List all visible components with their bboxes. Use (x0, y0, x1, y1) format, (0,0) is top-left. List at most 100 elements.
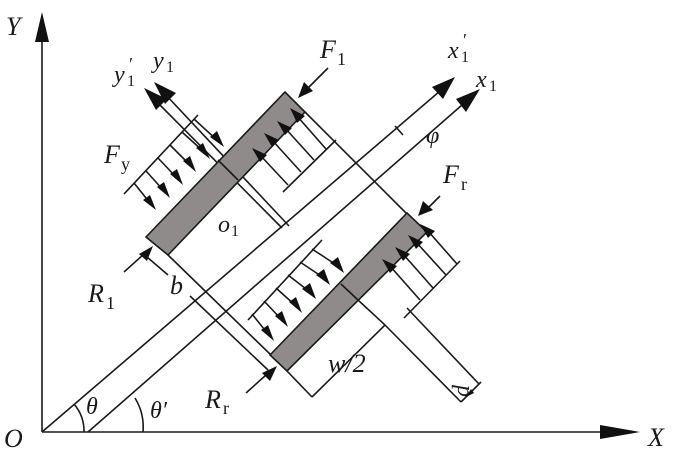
y1-prime-subscript: 1 (127, 73, 135, 90)
upper-right-arrow-shaft (259, 154, 289, 186)
w-half-dimension-line (311, 324, 386, 398)
r1-subscript: 1 (106, 293, 115, 313)
y-axis-arrowhead (35, 12, 49, 42)
x1-prime-mark: ′ (463, 30, 467, 50)
lower-left-arrowhead (275, 311, 288, 327)
rr-arrowhead (262, 366, 277, 381)
lower-left-baseline (247, 239, 323, 321)
fy-label: F (103, 140, 121, 169)
x1-prime-arrowhead (432, 77, 455, 99)
y1-subscript: 1 (166, 59, 174, 76)
x1-subscript: 1 (489, 78, 497, 95)
lower-right-arrowhead (382, 259, 397, 273)
fr-label: F (442, 160, 460, 189)
y1-prime-arrowhead (144, 88, 167, 110)
dimension-b-line (146, 256, 169, 276)
w-half-label: w/2 (328, 349, 366, 378)
upper-right-arrowhead (264, 133, 279, 147)
lower-track-divider (340, 283, 359, 301)
x1-axis (87, 97, 471, 433)
fy-arrowhead (196, 143, 210, 159)
x-axis-arrowhead (600, 425, 640, 439)
f1-label: F (319, 35, 337, 64)
lower-right-distributed-load (382, 224, 461, 319)
x1-prime-subscript: 1 (461, 49, 469, 66)
center-o1-subscript: 1 (231, 223, 239, 240)
upper-right-distributed-load (252, 108, 337, 193)
y1-prime-label: y (112, 62, 125, 88)
r1-arrow-shaft (123, 253, 145, 273)
lower-right-baseline (403, 260, 461, 319)
upper-right-arrowhead (252, 148, 267, 162)
lower-track: F r R r w/2 d (204, 160, 482, 418)
fr-arrowhead (418, 201, 433, 216)
d-arrowhead (466, 389, 474, 397)
x-axis-label: X (647, 423, 665, 452)
dimension-b-line-lower (189, 295, 269, 371)
y1-arrowhead (154, 82, 176, 104)
y1-label: y (151, 48, 164, 74)
x1-arrowhead (456, 89, 480, 112)
rr-label: R (204, 385, 221, 414)
lower-left-arrowhead (289, 297, 302, 313)
x1-prime-axis (41, 84, 448, 433)
global-axes: X Y O (4, 12, 665, 453)
lower-right-arrowhead (395, 247, 410, 261)
lower-right-arrow-shaft (402, 253, 434, 289)
fy-arrowhead (157, 182, 170, 198)
local-x-axes: x 1 ′ x 1 φ (41, 30, 497, 433)
upper-right-arrowhead (277, 121, 292, 135)
track-connection-lines: b (146, 111, 408, 371)
x1-label: x (475, 67, 487, 93)
upper-right-arrow-shaft (271, 139, 302, 173)
y1-prime-mark: ′ (129, 54, 133, 74)
fr-subscript: r (461, 174, 467, 194)
x1-prime-label: x (447, 38, 459, 64)
fy-subscript: y (121, 154, 130, 174)
w-half-extension-left (286, 370, 313, 398)
theta-prime-label: θ′ (150, 398, 168, 424)
lower-left-arrowhead (316, 269, 330, 285)
d-extension-right (406, 307, 480, 385)
upper-track-divider (217, 159, 239, 181)
lower-left-distributed-load (247, 239, 344, 341)
angle-arcs: θ θ′ (73, 394, 168, 433)
phi-label: φ (426, 123, 439, 149)
theta-arc (73, 403, 85, 433)
center-o1-label: o (218, 212, 230, 238)
r1-label: R (87, 279, 104, 308)
d-extension-left (384, 324, 462, 403)
theta-prime-arc (134, 397, 144, 433)
f1-arrow-shaft (307, 67, 329, 89)
lower-edge-line-upper-track (167, 254, 273, 357)
lower-left-arrowhead (330, 257, 344, 273)
lower-right-arrow-shaft (415, 241, 447, 276)
r1-arrowhead (139, 246, 153, 261)
rr-subscript: r (223, 398, 229, 418)
upper-right-arrowhead (290, 108, 305, 123)
dimension-b-label: b (170, 271, 183, 300)
theta-label: θ (86, 394, 98, 420)
lower-left-arrowhead (302, 283, 316, 299)
upper-to-lower-center-line (304, 111, 408, 215)
lower-right-arrowhead (420, 224, 435, 238)
upper-right-arrow-shaft (284, 127, 315, 161)
fy-arrowhead (210, 131, 224, 147)
f1-arrowhead (298, 82, 313, 98)
fr-arrow-shaft (427, 195, 441, 209)
lower-right-arrow-shaft (427, 230, 458, 265)
lower-right-arrow-shaft (389, 265, 421, 301)
y-axis-label: Y (6, 12, 23, 41)
rr-arrow-shaft (245, 374, 267, 394)
phi-tick (394, 125, 404, 136)
upper-right-baseline (282, 139, 337, 193)
fy-baseline (123, 114, 199, 195)
fy-arrowhead (183, 156, 196, 172)
upper-track: F y F 1 R 1 (87, 35, 346, 313)
d-label: d (449, 384, 475, 397)
upper-right-arrow-shaft (296, 115, 327, 150)
fy-arrowhead (170, 169, 183, 185)
w-half-extension-right (357, 299, 386, 326)
fy-distributed-load: F y (103, 114, 224, 210)
